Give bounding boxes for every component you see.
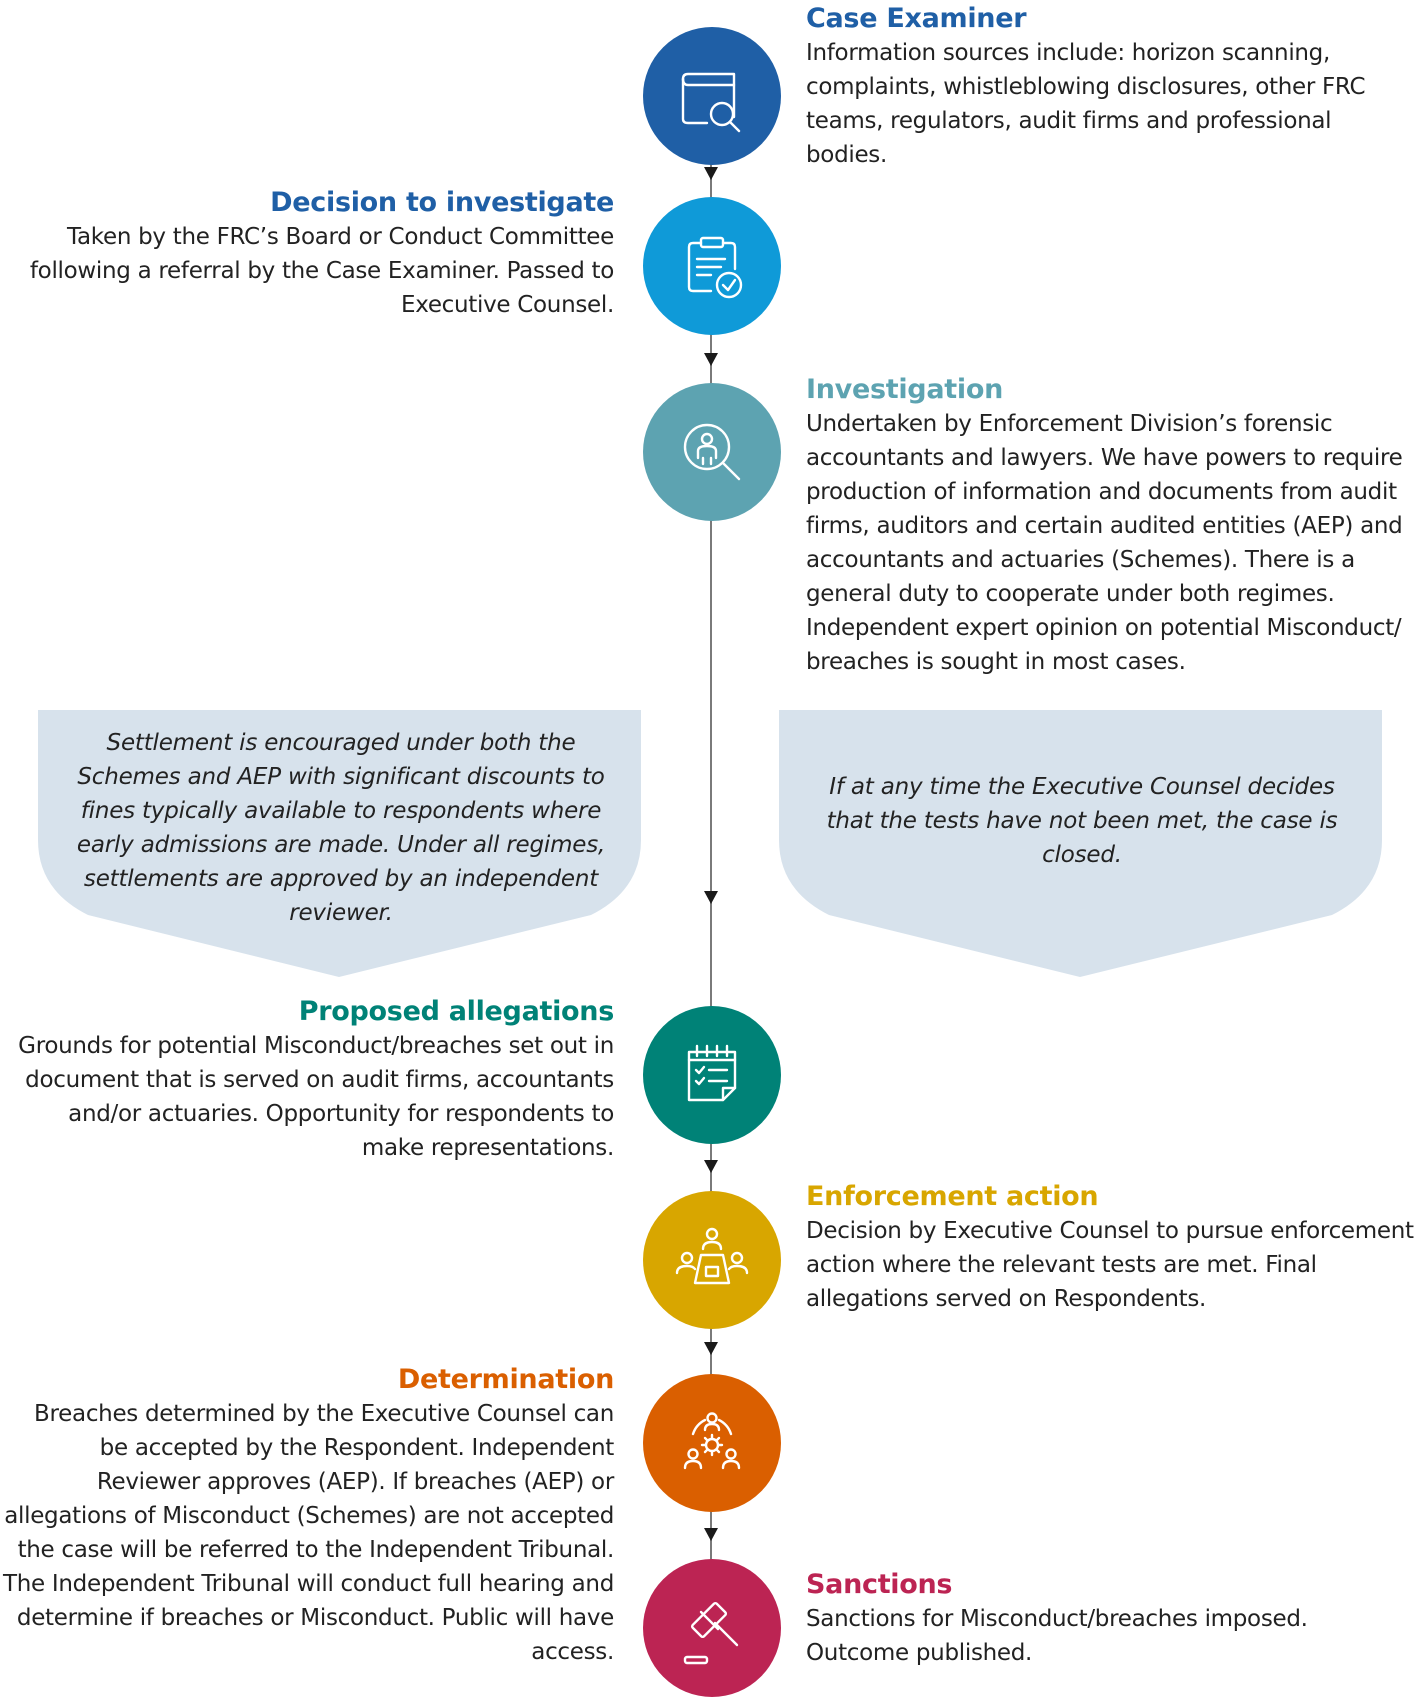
determination-circle [643,1374,781,1512]
case-closed-callout: If at any time the Executive Counsel dec… [779,710,1382,978]
case-closed-callout-text: If at any time the Executive Counsel dec… [826,774,1338,868]
decision-title: Decision to investigate [270,187,614,218]
enforcement-action-description: Decision by Executive Counsel to pursue … [806,1218,1414,1312]
arrow-down-icon [704,1160,718,1173]
investigation-circle [643,383,781,521]
investigation-description: Undertaken by Enforcement Division’s for… [806,411,1403,675]
case-examiner-step: Case Examiner Information sources includ… [806,2,1416,172]
case-examiner-title: Case Examiner [806,3,1027,34]
sanctions-title: Sanctions [806,1569,953,1600]
sanctions-description: Sanctions for Misconduct/breaches impose… [806,1606,1308,1666]
arrow-down-icon [704,891,718,904]
determination-title: Determination [397,1364,614,1395]
settlement-callout: Settlement is encouraged under both the … [38,710,641,978]
gavel-icon [683,1601,739,1665]
settlement-callout-shape [38,710,641,977]
decision-circle [643,197,781,335]
case-examiner-circle [643,27,781,165]
case-examiner-description: Information sources include: horizon sca… [806,40,1366,168]
determination-step: Determination Breaches determined by the… [0,1363,614,1669]
proposed-allegations-circle [643,1006,781,1144]
investigation-title: Investigation [806,374,1003,405]
calendar-checklist-icon [687,1044,737,1102]
enforcement-action-step: Enforcement action Decision by Executive… [806,1180,1416,1316]
investigation-step: Investigation Undertaken by Enforcement … [806,373,1416,679]
determination-description: Breaches determined by the Executive Cou… [3,1401,614,1665]
case-closed-callout-shape [779,710,1382,977]
arrow-down-icon [704,1342,718,1355]
clipboard-check-icon [687,236,743,299]
decision-description: Taken by the FRC’s Board or Conduct Comm… [29,224,614,318]
team-gear-icon [683,1412,741,1470]
timeline-line [710,130,712,1590]
proposed-allegations-step: Proposed allegations Grounds for potenti… [0,995,614,1165]
sanctions-circle [643,1559,781,1697]
arrow-down-icon [704,167,718,180]
arrow-down-icon [704,1528,718,1541]
book-search-icon [681,72,741,133]
enforcement-action-title: Enforcement action [806,1181,1099,1212]
settlement-callout-text: Settlement is encouraged under both the … [76,730,606,926]
sanctions-step: Sanctions Sanctions for Misconduct/breac… [806,1568,1416,1670]
proposed-allegations-description: Grounds for potential Misconduct/breache… [18,1033,614,1161]
decision-step: Decision to investigate Taken by the FRC… [0,186,614,322]
meeting-table-icon [675,1227,749,1285]
enforcement-action-circle [643,1191,781,1329]
arrow-down-icon [704,353,718,366]
proposed-allegations-title: Proposed allegations [298,996,615,1027]
person-search-icon [683,423,741,481]
